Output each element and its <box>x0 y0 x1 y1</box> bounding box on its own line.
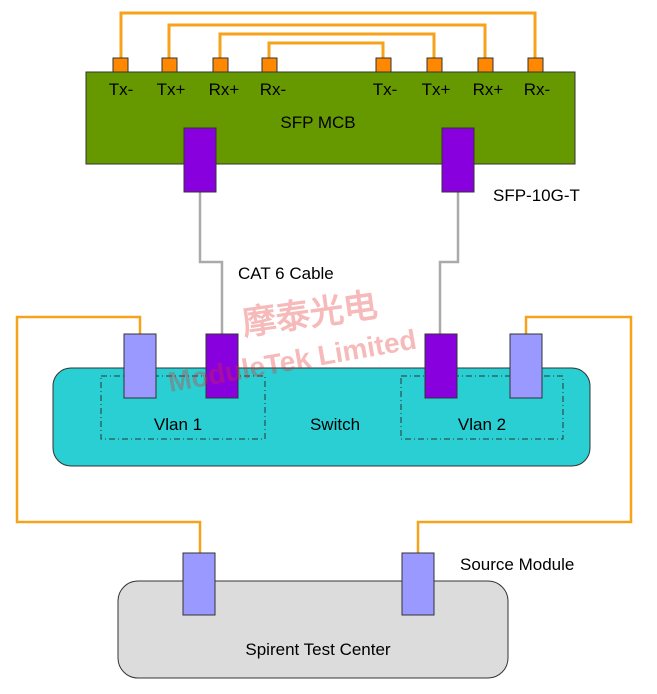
switch-fiber-port-left <box>123 333 157 399</box>
sfp-module-right <box>441 127 475 193</box>
pin-label: Tx+ <box>157 80 186 99</box>
loopback-wire-3 <box>218 32 436 58</box>
board-label: SFP MCB <box>280 113 355 132</box>
fiber-link-left <box>15 315 202 553</box>
module-label: SFP-10G-T <box>493 186 580 205</box>
pin-label: Tx- <box>373 80 398 99</box>
spirent-test-center <box>117 580 509 679</box>
pin-pad <box>261 57 278 73</box>
pin-label: Tx- <box>109 80 134 99</box>
cable-label: CAT 6 Cable <box>238 264 334 283</box>
cat6-cable-left <box>198 192 224 334</box>
pin-label: Rx+ <box>473 80 504 99</box>
pin-pad <box>477 57 494 73</box>
pin-pad <box>212 57 229 73</box>
cat6-cable-right <box>438 192 460 334</box>
fiber-link-right <box>416 315 633 553</box>
sfp-module-left <box>183 127 217 193</box>
switch-sfp-module-left <box>205 333 239 399</box>
tester-port-right <box>401 552 435 616</box>
pin-pad <box>426 57 443 73</box>
pin-pad <box>161 57 178 73</box>
source-module-label: Source Module <box>460 555 574 574</box>
pin-pad <box>527 57 544 73</box>
pin-pad <box>112 57 129 73</box>
pin-label: Tx+ <box>422 80 451 99</box>
vlan-1-label: Vlan 1 <box>154 415 202 434</box>
switch-label: Switch <box>310 415 360 434</box>
pin-label: Rx- <box>524 80 550 99</box>
loopback-wire-1 <box>119 11 537 58</box>
switch-sfp-module-right <box>424 333 458 399</box>
loopback-wire-4 <box>267 41 385 58</box>
tester-port-left <box>182 552 216 616</box>
vlan-1-group <box>100 375 266 440</box>
vlan-2-group <box>400 375 564 440</box>
sfp-mcb-board <box>85 71 576 165</box>
cat6-cables <box>198 192 460 334</box>
loopback-wires <box>119 11 537 58</box>
switch-fiber-port-right <box>509 333 543 399</box>
vlan-2-label: Vlan 2 <box>458 415 506 434</box>
pin-label: Rx+ <box>209 80 240 99</box>
board-pins <box>112 57 544 73</box>
fiber-links <box>15 315 633 553</box>
pin-pad <box>375 57 392 73</box>
loopback-wire-2 <box>167 23 487 58</box>
tester-label: Spirent Test Center <box>245 640 391 659</box>
pin-labels: Tx- Tx+ Rx+ Rx- Tx- Tx+ Rx+ Rx- <box>109 80 551 99</box>
pin-label: Rx- <box>260 80 286 99</box>
